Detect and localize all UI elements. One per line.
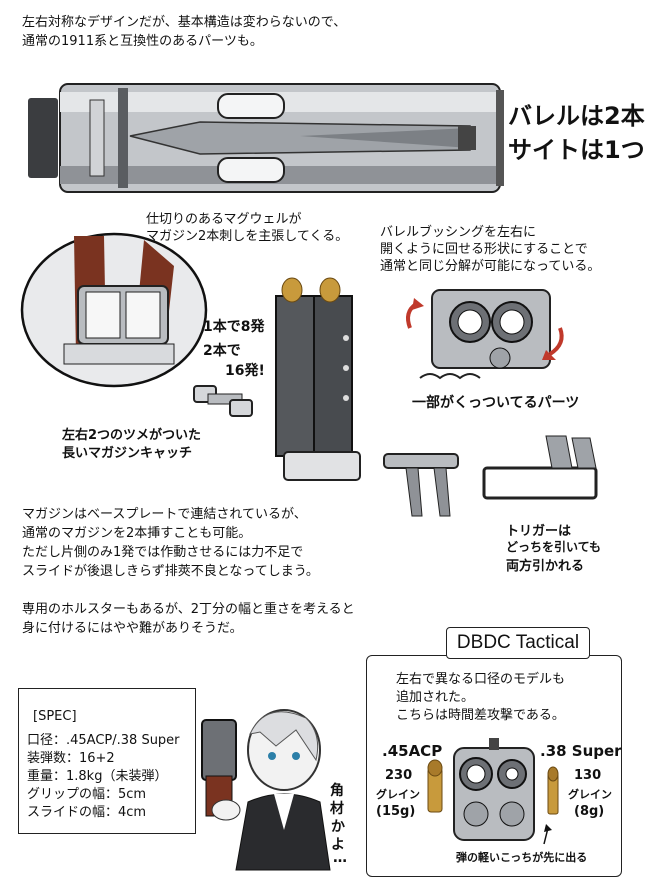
top-note-line-1: バレルは2本: [508, 102, 645, 130]
magazine-catch-illustration: [193, 385, 253, 417]
joined-parts-note: 一部がくっついてるパーツ: [412, 395, 580, 411]
magazine-body-line-2: 通常のマガジンを2本挿すことも可能。: [22, 526, 252, 541]
character-note-3: か: [331, 819, 345, 835]
tactical-badge: DBDC Tactical: [446, 627, 590, 659]
right-caliber-label: .38 Super: [540, 742, 622, 760]
magwell-closeup-illustration: [20, 232, 208, 388]
holster-body-line-2: 身に付けるにはやや難がありそうだ。: [22, 621, 243, 636]
character-note-2: 材: [330, 801, 344, 817]
left-gram-value: (15g): [376, 804, 416, 819]
magazine-body-line-3: ただし片側のみ1発では作動させるには力不足で: [22, 545, 304, 560]
intro-line-1: 左右対称なデザインだが、基本構造は変わらないので、: [22, 15, 347, 30]
spec-capacity: 装弾数：16+2: [27, 751, 115, 766]
trigger-parts-illustration: [383, 435, 598, 517]
mag-count-line-3: 16発!: [225, 363, 265, 379]
right-gram-value: (8g): [574, 804, 605, 819]
tactical-line-2: 追加された。: [396, 690, 475, 705]
tactical-line-1: 左右で異なる口径のモデルも: [396, 672, 566, 687]
spec-weight: 重量：1.8kg（未装弾）: [27, 769, 168, 784]
tactical-line-3: こちらは時間差攻撃である。: [396, 708, 565, 723]
bushing-caption-line-3: 通常と同じ分解が可能になっている。: [380, 259, 601, 274]
double-magazine-illustration: [275, 277, 361, 481]
mag-count-line-2: 2本で: [203, 343, 241, 359]
spec-title: [SPEC]: [33, 709, 77, 724]
right-grain-value: 130: [574, 768, 602, 783]
left-grain-unit: グレイン: [376, 788, 420, 801]
left-grain-value: 230: [385, 768, 413, 783]
spec-grip-width: グリップの幅：5cm: [27, 787, 147, 802]
spec-box: [SPEC] 口径：.45ACP/.38 Super 装弾数：16+2 重量：1…: [18, 688, 196, 834]
spec-slide-width: スライドの幅：4cm: [27, 805, 147, 820]
holster-body-line-1: 専用のホルスターもあるが、2丁分の幅と重さを考えると: [22, 602, 355, 617]
barrel-bushing-illustration: [406, 289, 564, 380]
right-grain-unit: グレイン: [568, 788, 612, 801]
trigger-note-line-3: 両方引かれる: [506, 559, 585, 574]
mag-count-line-1: 1本で8発: [203, 319, 265, 335]
catch-note-line-1: 左右2つのツメがついた: [62, 428, 202, 443]
spec-caliber: 口径：.45ACP/.38 Super: [27, 733, 180, 748]
left-caliber-label: .45ACP: [382, 742, 443, 760]
catch-note-line-2: 長いマガジンキャッチ: [62, 446, 193, 461]
character-note-4: よ: [331, 837, 345, 853]
bushing-caption-line-2: 開くように回せる形状にすることで: [380, 242, 588, 257]
character-note-1: 角: [330, 783, 344, 799]
magwell-caption-line-1: 仕切りのあるマグウェルが: [146, 212, 302, 227]
intro-line-2: 通常の1911系と互換性のあるパーツも。: [22, 34, 263, 49]
tactical-footnote: 弾の軽いこっちが先に出る: [456, 851, 588, 864]
magazine-body-line-4: スライドが後退しきらず排莢不良となってしまう。: [22, 564, 319, 579]
character-illustration: [201, 709, 331, 871]
top-note-line-2: サイトは1つ: [508, 136, 645, 164]
tactical-muzzle-illustration: [427, 738, 559, 845]
bushing-caption-line-1: バレルブッシングを左右に: [380, 225, 537, 240]
magazine-body-line-1: マガジンはベースプレートで連結されているが、: [22, 507, 307, 522]
trigger-note-line-1: トリガーは: [506, 524, 572, 539]
trigger-note-line-2: どっちを引いても: [506, 540, 602, 554]
magwell-caption-line-2: マガジン2本刺しを主張してくる。: [146, 229, 349, 244]
pistol-top-view-illustration: [28, 83, 504, 193]
character-note-5: …: [333, 850, 347, 866]
